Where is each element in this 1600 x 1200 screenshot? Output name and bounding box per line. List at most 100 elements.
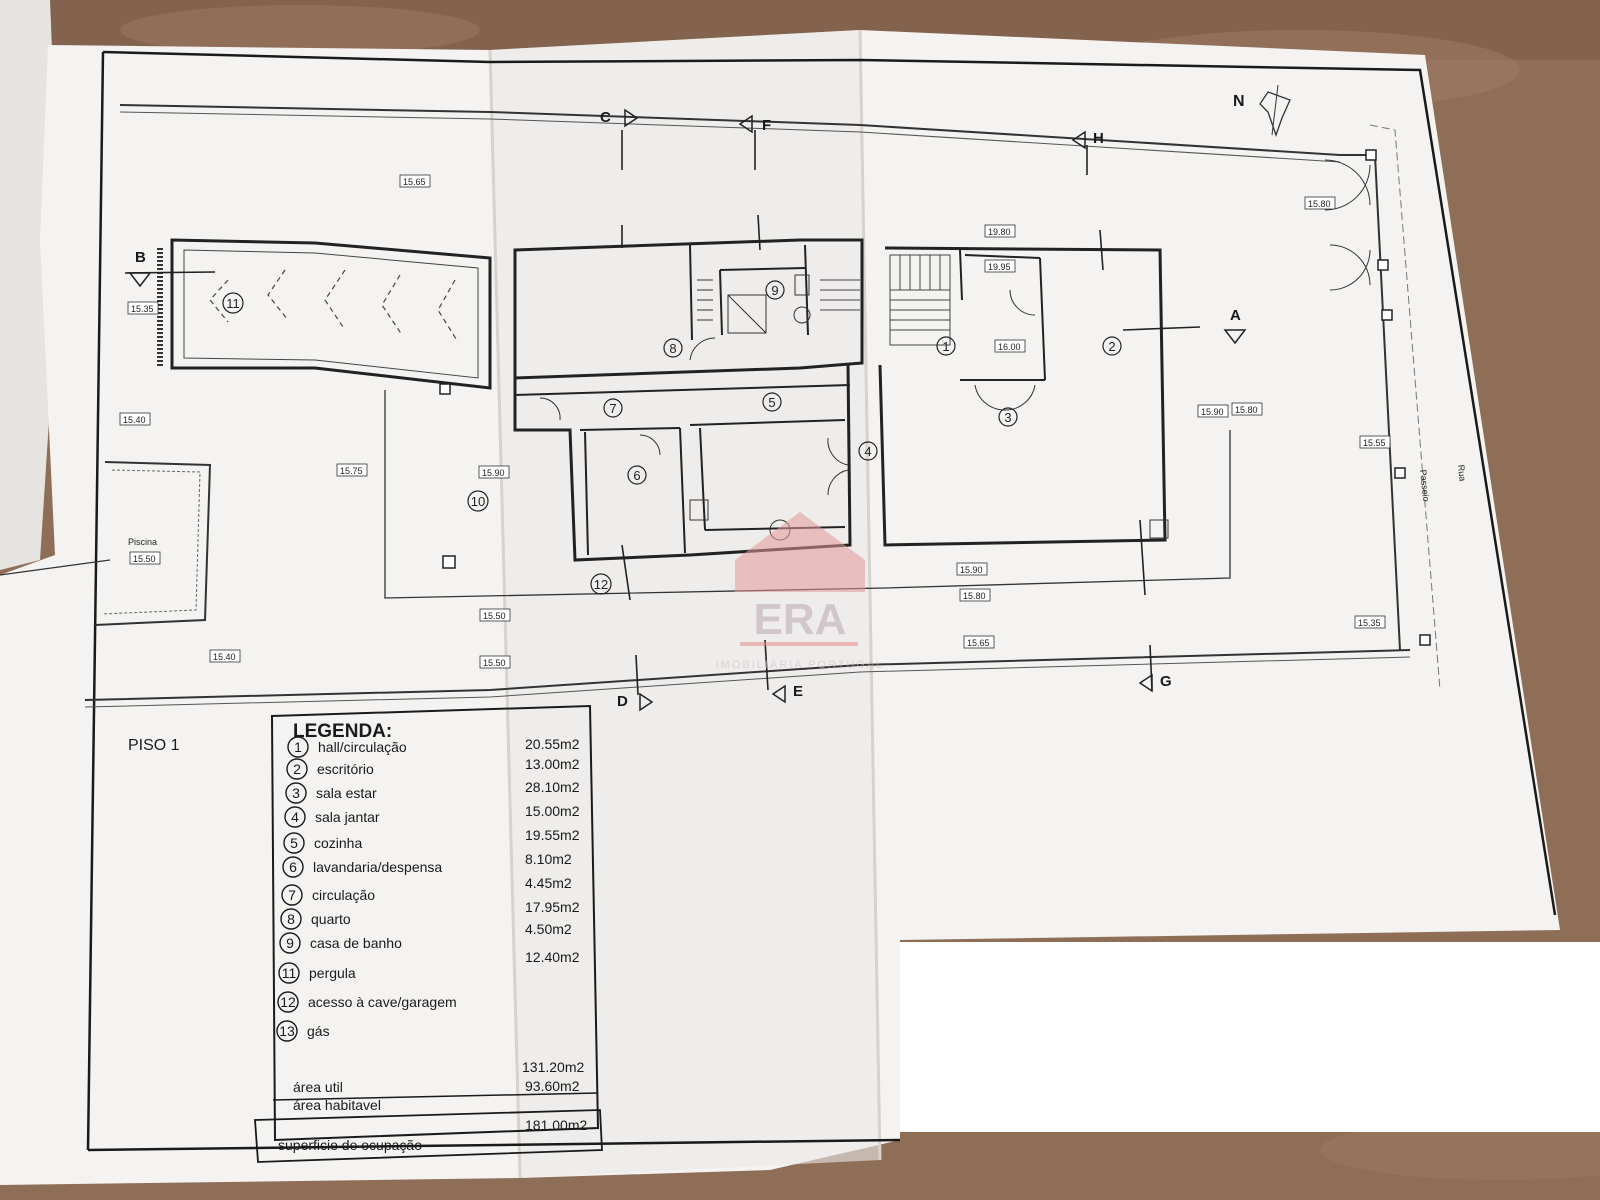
legend-room-area: 4.50m2 — [525, 921, 572, 937]
room-number: 6 — [633, 468, 640, 483]
legend-number-circle — [280, 908, 302, 930]
room-number: 10 — [471, 494, 485, 509]
legend-room-name: lavandaria/despensa — [313, 859, 442, 875]
level-label: 15.80 — [1308, 199, 1331, 209]
legend-total-value: 131.20m2 — [522, 1059, 584, 1075]
legend-total-label: área util — [293, 1079, 343, 1095]
section-mark-c: C — [600, 109, 611, 126]
legend-title: LEGENDA: — [293, 721, 392, 742]
legend-room-area: 4.45m2 — [525, 875, 572, 891]
level-label: 15.55 — [1363, 438, 1386, 448]
legend-room-name: casa de banho — [310, 935, 402, 951]
legend-room-area: 28.10m2 — [525, 779, 580, 795]
north-label: N — [1233, 93, 1245, 110]
legend-total-value: 93.60m2 — [525, 1078, 580, 1094]
legend-number-circle — [284, 806, 306, 828]
section-mark-f: F — [762, 117, 771, 134]
legend-room-name: circulação — [312, 887, 375, 903]
legend-number: 5 — [290, 835, 298, 851]
room-number: 11 — [226, 296, 240, 311]
era-watermark: ERA IMOBILIÁRIA PORTUGAL — [716, 512, 882, 671]
legend-room-name: hall/circulação — [318, 739, 407, 755]
level-label: 15.50 — [483, 658, 506, 668]
house-walls — [513, 238, 1167, 562]
level-label: 15.35 — [1358, 618, 1381, 628]
legend-room-name: acesso à cave/garagem — [308, 994, 457, 1010]
level-label: 15.40 — [213, 652, 236, 662]
pool-level: 15.50 — [133, 554, 156, 564]
level-label: 15.80 — [963, 591, 986, 601]
section-mark-d: D — [617, 693, 628, 710]
room-number: 4 — [864, 444, 871, 459]
room-number: 12 — [594, 577, 608, 592]
level-label: 15.80 — [1235, 405, 1258, 415]
legend-number-circle — [276, 1020, 298, 1042]
occupation-label: superficie de ocupação — [278, 1137, 422, 1153]
legend-room-name: sala estar — [316, 785, 377, 801]
room-number: 2 — [1108, 339, 1115, 354]
legend-number-circle — [278, 962, 300, 984]
section-mark-h: H — [1093, 130, 1104, 147]
pergola-outline — [170, 238, 492, 390]
legend-number-circle — [285, 782, 307, 804]
legend-number-circle — [277, 991, 299, 1013]
legend-number-circle — [283, 832, 305, 854]
level-label: 19.95 — [988, 262, 1011, 272]
legend-room-area: 17.95m2 — [525, 899, 580, 915]
legend-number-circle — [281, 884, 303, 906]
room-number: 7 — [609, 401, 616, 416]
legend-room-name: cozinha — [314, 835, 362, 851]
drawing-frame — [102, 50, 1557, 916]
legend-item: 3 sala estar 28.10m2 — [285, 779, 580, 804]
level-label: 16.00 — [998, 342, 1021, 352]
room-number: 8 — [669, 341, 676, 356]
legend-room-area: 19.55m2 — [525, 827, 580, 843]
legend-number: 7 — [288, 887, 296, 903]
legend-room-name: pergula — [309, 965, 356, 981]
legend-number: 2 — [293, 761, 301, 777]
legend-box: LEGENDA: — [254, 704, 603, 1163]
legend-room-area: 15.00m2 — [525, 803, 580, 819]
level-label: 19.80 — [988, 227, 1011, 237]
level-labels: 15.65 15.80 15.35 15.40 15.75 15.90 15.5… — [119, 174, 1391, 669]
level-label: 15.65 — [967, 638, 990, 648]
section-mark-labels: A B C D E F G H — [128, 108, 1247, 712]
legend-number-circle — [279, 932, 301, 954]
section-mark-e: E — [793, 683, 803, 700]
legend-number: 9 — [286, 935, 294, 951]
legend-room-name: gás — [307, 1023, 330, 1039]
watermark-brand: ERA — [754, 595, 847, 644]
room-number: 9 — [771, 283, 778, 298]
legend-room-name: escritório — [317, 761, 374, 777]
legend-number-circle — [282, 856, 304, 878]
north-arrow-icon: N — [1233, 84, 1291, 137]
level-label: 15.75 — [340, 466, 363, 476]
legend-room-name: quarto — [311, 911, 351, 927]
room-number: 5 — [768, 395, 775, 410]
legend-item: 5 cozinha 19.55m2 — [283, 827, 580, 854]
room-number: 1 — [942, 339, 949, 354]
level-label: 15.65 — [403, 177, 426, 187]
level-label: 15.40 — [123, 415, 146, 425]
legend-number: 6 — [289, 859, 297, 875]
legend-room-area: 20.55m2 — [525, 736, 580, 752]
room-numbers — [222, 280, 1122, 595]
legend-item: 9 casa de banho 4.50m2 — [279, 921, 572, 954]
legend-number-circle — [286, 758, 308, 780]
redaction-box — [900, 942, 1600, 1132]
occupation-value: 181.00m2 — [525, 1117, 587, 1133]
legend-number: 3 — [292, 785, 300, 801]
legend-totals: área util 131.20m2 área habitavel 93.60m… — [278, 1059, 587, 1153]
legend-room-name: sala jantar — [315, 809, 380, 825]
pool-label: Piscina — [128, 537, 157, 547]
level-label: 15.90 — [1201, 407, 1224, 417]
